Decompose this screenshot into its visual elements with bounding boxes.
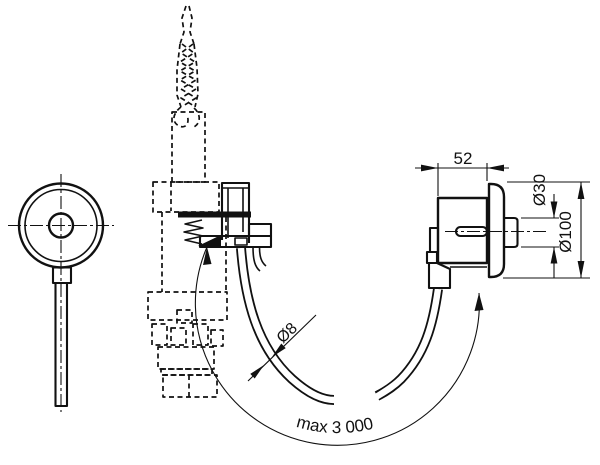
arc-arrow-left — [203, 247, 212, 265]
button-neck — [51, 266, 73, 285]
button-front-view — [8, 174, 114, 412]
pneumatic-hose-right — [374, 288, 443, 401]
valve-mid-body — [147, 291, 228, 321]
pneumatic-hose-left — [236, 247, 336, 405]
hose-length-label: max 3 000 — [295, 412, 375, 437]
valve-head — [152, 181, 220, 213]
pull-cord — [173, 5, 201, 128]
arc-arrow-right — [474, 293, 484, 311]
valve-lower-body — [157, 346, 215, 370]
dimension-flange-diameter: Ø100 — [503, 181, 590, 279]
actuator-assembly — [178, 181, 273, 272]
actuator-bracket — [220, 181, 251, 243]
button-stem-tube — [54, 281, 69, 408]
button-diameter-label: Ø30 — [530, 174, 549, 206]
actuator-wedge — [198, 235, 221, 246]
body-depth-label: 52 — [454, 149, 473, 168]
button-flange — [487, 182, 506, 279]
dimension-body-depth: 52 — [415, 149, 509, 196]
hose-diameter-label: Ø8 — [274, 320, 301, 347]
flange-diameter-label: Ø100 — [556, 211, 575, 253]
actuator-spring — [183, 219, 204, 245]
cistern-valve-phantom — [147, 5, 228, 398]
hose-elbow-fitting — [427, 261, 452, 290]
dimension-hose-length: max 3 000 — [194, 246, 484, 446]
actuator-base — [198, 234, 273, 249]
dimension-button-diameter: Ø30 — [521, 174, 559, 278]
valve-inlet — [162, 374, 218, 398]
actuator-plate — [178, 211, 251, 218]
button-side-view — [425, 182, 546, 290]
push-button-cap — [504, 216, 519, 249]
button-housing — [436, 196, 489, 265]
